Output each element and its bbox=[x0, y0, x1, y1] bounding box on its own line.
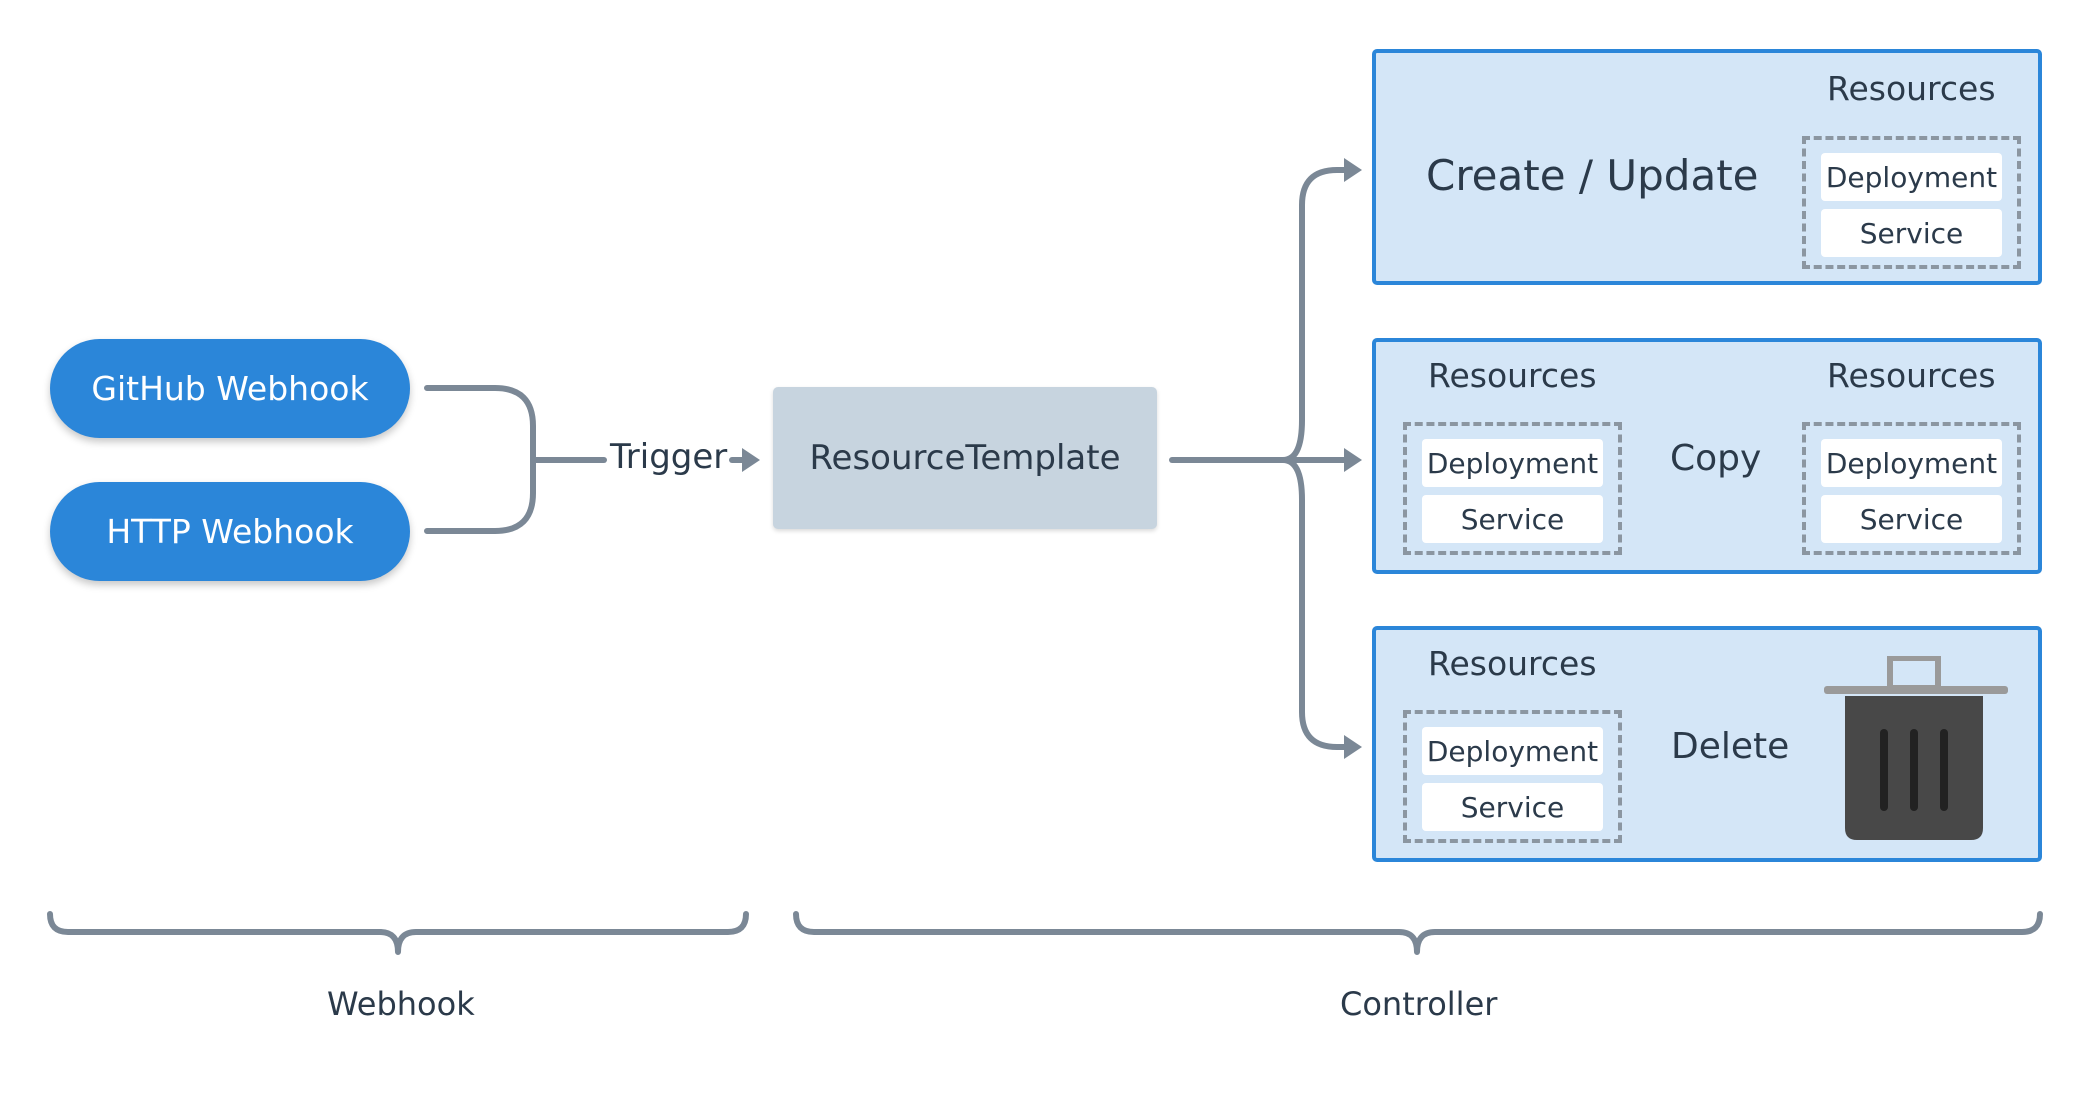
deployment-item: Deployment bbox=[1422, 439, 1603, 487]
trash-can-icon bbox=[1824, 656, 2008, 840]
create-update-label: Create / Update bbox=[1426, 151, 1759, 200]
source-resources-title: Resources bbox=[1428, 356, 1597, 395]
trigger-label: Trigger bbox=[610, 437, 728, 477]
http-connector bbox=[424, 457, 536, 534]
deployment-item: Deployment bbox=[1821, 153, 2002, 201]
delete-arrowhead bbox=[1344, 735, 1362, 759]
service-item: Service bbox=[1422, 783, 1603, 831]
http-webhook-label: HTTP Webhook bbox=[106, 512, 354, 551]
trigger-arrowhead bbox=[742, 448, 760, 472]
service-item: Service bbox=[1821, 495, 2002, 543]
service-item: Service bbox=[1821, 209, 2002, 257]
webhook-section-label: Webhook bbox=[327, 985, 475, 1023]
copy-panel: Resources Deployment Service Copy Resour… bbox=[1372, 338, 2042, 574]
service-item: Service bbox=[1422, 495, 1603, 543]
resources-title: Resources bbox=[1428, 644, 1597, 683]
resources-title: Resources bbox=[1827, 69, 1996, 108]
branch-create bbox=[1280, 167, 1353, 463]
create-arrowhead bbox=[1344, 158, 1362, 182]
github-webhook-label: GitHub Webhook bbox=[91, 369, 369, 408]
deployment-item: Deployment bbox=[1422, 727, 1603, 775]
resource-template-node: ResourceTemplate bbox=[773, 387, 1157, 529]
resource-template-label: ResourceTemplate bbox=[809, 438, 1121, 478]
branch-delete bbox=[1280, 457, 1353, 750]
resources-group: Deployment Service bbox=[1802, 136, 2021, 269]
copy-arrowhead bbox=[1344, 448, 1362, 472]
controller-brace bbox=[793, 911, 2043, 955]
copy-label: Copy bbox=[1670, 438, 1762, 479]
target-resources-title: Resources bbox=[1827, 356, 1996, 395]
github-connector bbox=[424, 385, 536, 463]
deployment-item: Deployment bbox=[1821, 439, 2002, 487]
create-update-panel: Create / Update Resources Deployment Ser… bbox=[1372, 49, 2042, 285]
http-webhook-node: HTTP Webhook bbox=[50, 482, 410, 581]
delete-label: Delete bbox=[1671, 726, 1790, 767]
webhook-brace bbox=[47, 911, 749, 955]
source-resources-group: Deployment Service bbox=[1403, 422, 1622, 555]
resources-group: Deployment Service bbox=[1403, 710, 1622, 843]
github-webhook-node: GitHub Webhook bbox=[50, 339, 410, 438]
delete-panel: Resources Deployment Service Delete bbox=[1372, 626, 2042, 862]
controller-section-label: Controller bbox=[1340, 985, 1498, 1023]
target-resources-group: Deployment Service bbox=[1802, 422, 2021, 555]
